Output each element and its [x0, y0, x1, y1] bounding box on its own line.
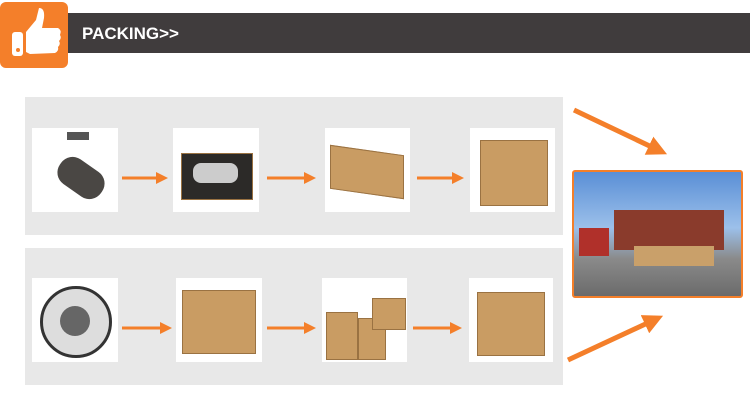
inner-box-image: [325, 128, 410, 212]
downlight-image: [32, 278, 118, 362]
section-title: PACKING>>: [82, 24, 179, 43]
thumbs-up-icon: [0, 2, 68, 68]
header-bar: [68, 13, 750, 53]
container-loading-photo: [572, 170, 743, 298]
arrow-icon: [566, 315, 664, 363]
outer-carton-image-2: [469, 278, 553, 362]
outer-carton-image: [470, 128, 555, 212]
arrow-icon: [572, 107, 668, 155]
stacked-boxes-image: [322, 278, 407, 362]
printed-box-image: [176, 278, 262, 362]
open-box-image: [173, 128, 259, 212]
track-light-image: [32, 128, 118, 212]
